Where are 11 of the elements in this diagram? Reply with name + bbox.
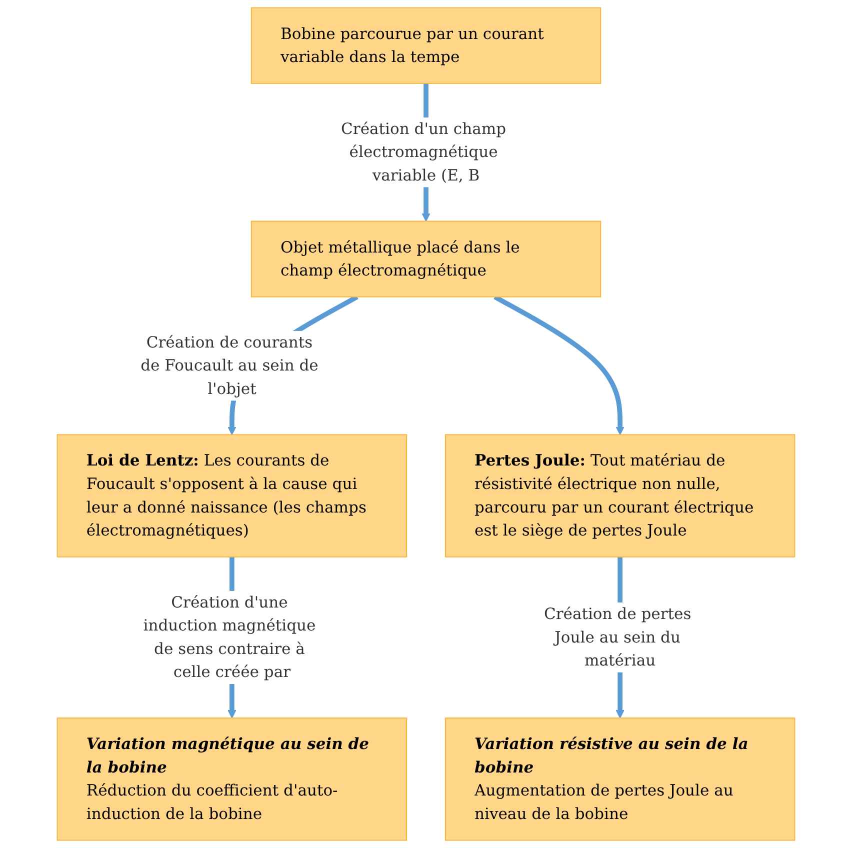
edge-label: Création de pertes Joule au sein du matériau bbox=[544, 604, 692, 670]
node-box: Objet métallique placé dans le champ électromagnétique bbox=[250, 220, 602, 298]
edge-label: Création de courants de Foucault au sein de l'objet bbox=[140, 332, 318, 398]
node-box: Variation résistive au sein de la bobine Augmentation de pertes Joule au niveau de la bobine bbox=[444, 718, 796, 841]
arrow bbox=[494, 294, 624, 436]
node-box: Pertes Joule: Tout matériau de résistivité électrique non nulle, parcouru par un courant électrique est le siège de pertes Joule bbox=[444, 434, 796, 558]
node-box: Variation magnétique au sein de la bobine Réduction du coefficient d'auto- induction de la bobine bbox=[56, 718, 408, 841]
node-box: Loi de Lentz: Les courants de Foucault s'opposent à la cause qui leur a donné naissance (les champs électromagnétiques) bbox=[56, 434, 408, 558]
edge-label: Création d'un champ électromagnétique variable (E, B bbox=[341, 119, 506, 184]
edge-label: Création d'une induction magnétique de sens contraire à celle créée par bbox=[143, 592, 316, 682]
node-box: Bobine parcourue par un courant variable dans la tempe bbox=[250, 7, 602, 84]
